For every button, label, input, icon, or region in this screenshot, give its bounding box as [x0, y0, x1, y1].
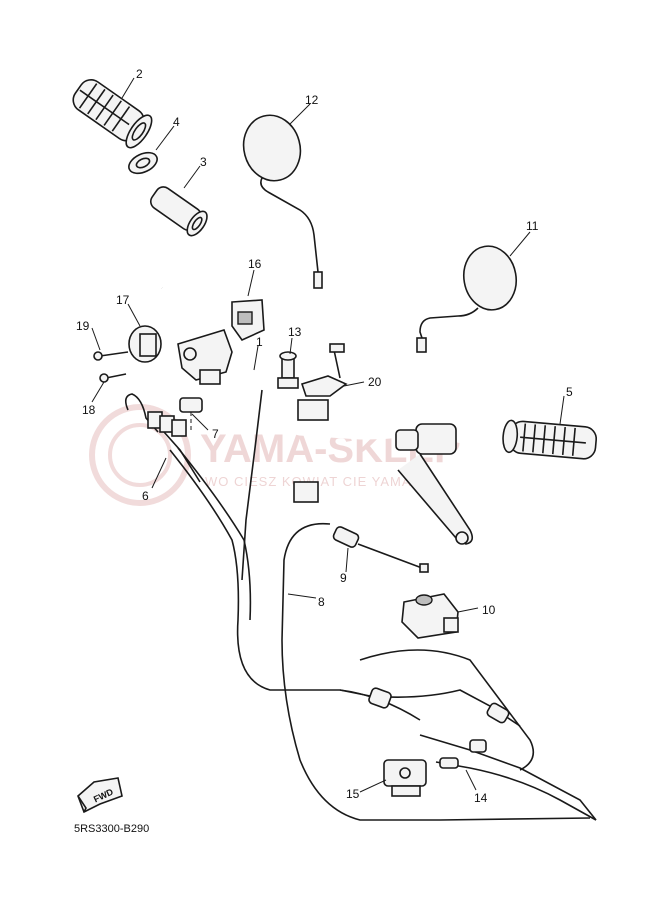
callout-1[interactable]: 1	[256, 335, 263, 349]
callout-5[interactable]: 5	[566, 385, 573, 399]
callout-14[interactable]: 14	[474, 791, 488, 805]
callout-16[interactable]: 16	[248, 257, 262, 271]
part-10-boot[interactable]	[401, 593, 459, 639]
callout-labels: 2 4 3 12 11 16 17 19 18 1 13 20 5 7 6 8 …	[76, 67, 573, 805]
part-9-cable-end[interactable]	[332, 526, 429, 573]
part-5-right-grip[interactable]	[502, 419, 598, 460]
part-12-left-mirror[interactable]	[236, 109, 323, 289]
part-18-screw[interactable]	[99, 373, 127, 383]
callout-18[interactable]: 18	[82, 403, 96, 417]
drawing-code: 5RS3300-B290	[74, 823, 149, 835]
part-2-left-grip[interactable]	[67, 73, 156, 151]
part-13-cable-adjuster[interactable]	[277, 351, 299, 389]
callout-20[interactable]: 20	[368, 375, 382, 389]
part-16-switch-cover[interactable]	[231, 299, 265, 342]
part-4-washer[interactable]	[126, 149, 161, 178]
callout-15[interactable]: 15	[346, 787, 360, 801]
part-8-clutch-cable[interactable]	[281, 522, 591, 821]
callout-4[interactable]: 4	[173, 115, 180, 129]
lower-cable-runs[interactable]	[339, 649, 597, 821]
callout-7[interactable]: 7	[212, 427, 219, 441]
part-15-junction[interactable]	[383, 759, 427, 797]
right-lever-assembly[interactable]	[395, 423, 474, 545]
callout-9[interactable]: 9	[340, 571, 347, 585]
callout-10[interactable]: 10	[482, 603, 496, 617]
callout-2[interactable]: 2	[136, 67, 143, 81]
leader-lines	[91, 77, 565, 793]
callout-19[interactable]: 19	[76, 319, 90, 333]
part-11-right-mirror[interactable]	[416, 242, 521, 353]
throttle-housing[interactable]	[177, 329, 233, 385]
callout-8[interactable]: 8	[318, 595, 325, 609]
part-7-clamp[interactable]	[179, 397, 203, 432]
callout-3[interactable]: 3	[200, 155, 207, 169]
callout-6[interactable]: 6	[142, 489, 149, 503]
part-20-bracket[interactable]	[300, 343, 348, 397]
callout-12[interactable]: 12	[305, 93, 319, 107]
callout-11[interactable]: 11	[526, 219, 539, 233]
fwd-direction-badge: FWD	[77, 777, 123, 814]
part-19-screw[interactable]	[93, 351, 129, 361]
watermark-logo	[89, 404, 191, 506]
part-14-throttle-cable[interactable]	[435, 739, 597, 821]
callout-13[interactable]: 13	[288, 325, 302, 339]
callout-17[interactable]: 17	[116, 293, 130, 307]
part-17-switch-housing[interactable]	[128, 325, 162, 363]
part-3-throttle-sleeve[interactable]	[146, 182, 210, 239]
